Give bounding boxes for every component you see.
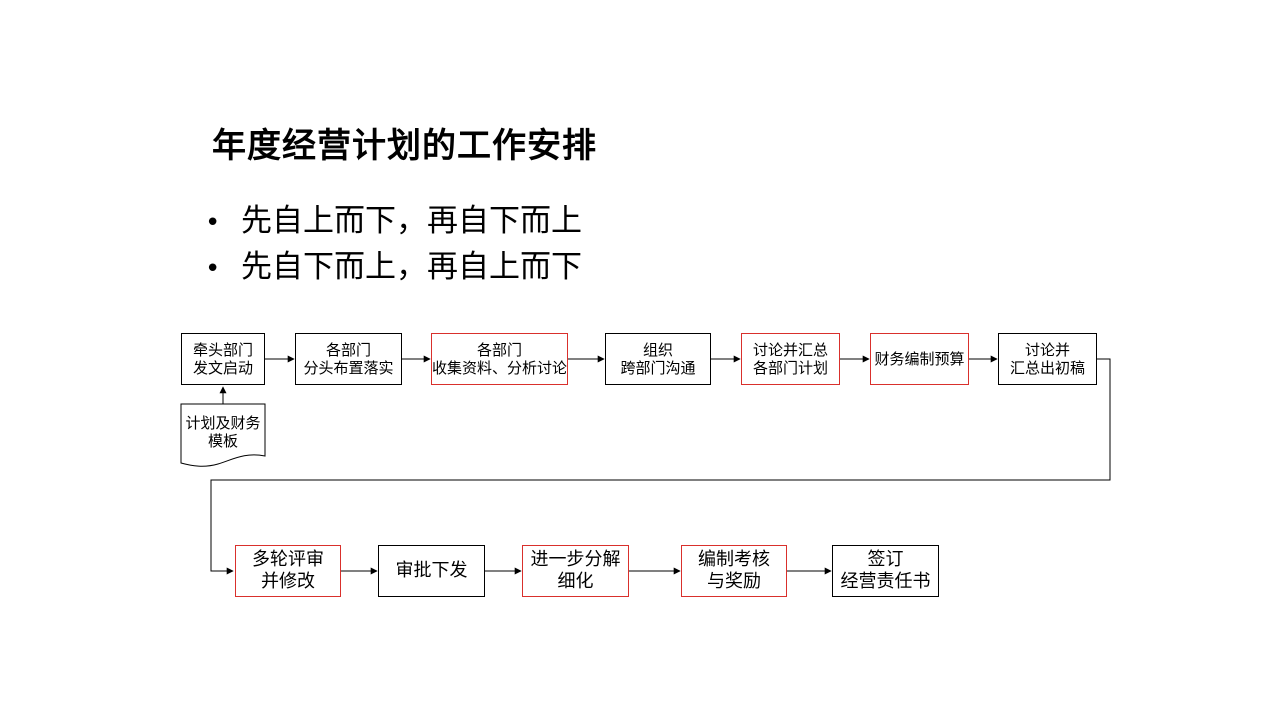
bullet-marker: • bbox=[205, 254, 221, 284]
bullet-item: • 先自下而上，再自上而下 bbox=[205, 244, 582, 290]
step-assessment-rewards: 编制考核 与奖励 bbox=[681, 545, 787, 597]
step-draft-summary: 讨论并 汇总出初稿 bbox=[998, 333, 1097, 385]
step-review-revise: 多轮评审 并修改 bbox=[235, 545, 341, 597]
step-cross-dept-communication: 组织 跨部门沟通 bbox=[605, 333, 711, 385]
step-further-breakdown: 进一步分解 细化 bbox=[522, 545, 629, 597]
slide-title: 年度经营计划的工作安排 bbox=[212, 126, 597, 166]
bullet-list: • 先自上而下，再自下而上 • 先自下而上，再自上而下 bbox=[205, 198, 582, 290]
bullet-item: • 先自上而下，再自下而上 bbox=[205, 198, 582, 244]
step-depts-implement: 各部门 分头布置落实 bbox=[295, 333, 402, 385]
template-document-label: 计划及财务 模板 bbox=[185, 414, 261, 450]
step-approve-issue: 审批下发 bbox=[378, 545, 485, 597]
step-depts-collect-analyze: 各部门 收集资料、分析讨论 bbox=[431, 333, 568, 385]
bullet-text: 先自下而上，再自上而下 bbox=[241, 249, 582, 285]
template-document-shape bbox=[180, 403, 266, 467]
bullet-text: 先自上而下，再自下而上 bbox=[241, 203, 582, 239]
step-sign-responsibility: 签订 经营责任书 bbox=[832, 545, 939, 597]
bullet-marker: • bbox=[205, 208, 221, 238]
step-lead-dept-launch: 牵头部门 发文启动 bbox=[181, 333, 265, 385]
step-finance-budget: 财务编制预算 bbox=[870, 333, 969, 385]
step-discuss-summarize-plans: 讨论并汇总 各部门计划 bbox=[741, 333, 840, 385]
arrow-wrap-row1-to-row2 bbox=[210, 358, 1111, 575]
